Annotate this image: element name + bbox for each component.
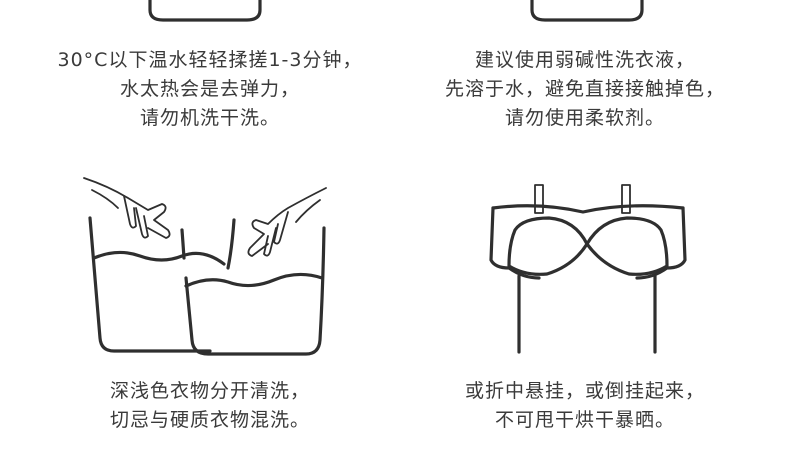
caption-line: 先溶于水，避免直接接触掉色， [444, 78, 725, 100]
caption-line: 不可甩干烘干暴晒。 [494, 409, 675, 431]
two-basins-hands-icon [83, 177, 327, 356]
caption-detergent: 建议使用弱碱性洗衣液， 先溶于水，避免直接接触掉色， 请勿使用柔软剂。 [380, 46, 790, 133]
caption-line: 30°C以下温水轻轻揉搓1-3分钟， [57, 49, 363, 71]
caption-line: 水太热会是去弹力， [119, 78, 300, 100]
caption-line: 深浅色衣物分开清洗， [109, 380, 310, 402]
caption-soak: 30°C以下温水轻轻揉搓1-3分钟， 水太热会是去弹力， 请勿机洗干洗。 [0, 46, 420, 133]
caption-hang: 或折中悬挂，或倒挂起来， 不可甩干烘干暴晒。 [380, 377, 790, 435]
caption-line: 请勿使用柔软剂。 [504, 107, 665, 129]
caption-line: 请勿机洗干洗。 [139, 107, 280, 129]
caption-line: 或折中悬挂，或倒挂起来， [464, 380, 705, 402]
caption-line: 建议使用弱碱性洗衣液， [474, 49, 695, 71]
caption-line: 切忌与硬质衣物混洗。 [109, 409, 310, 431]
hanging-bra-icon [489, 184, 687, 354]
basin-icon [530, 0, 644, 22]
basin-icon [148, 0, 262, 22]
caption-separate: 深浅色衣物分开清洗， 切忌与硬质衣物混洗。 [0, 377, 420, 435]
